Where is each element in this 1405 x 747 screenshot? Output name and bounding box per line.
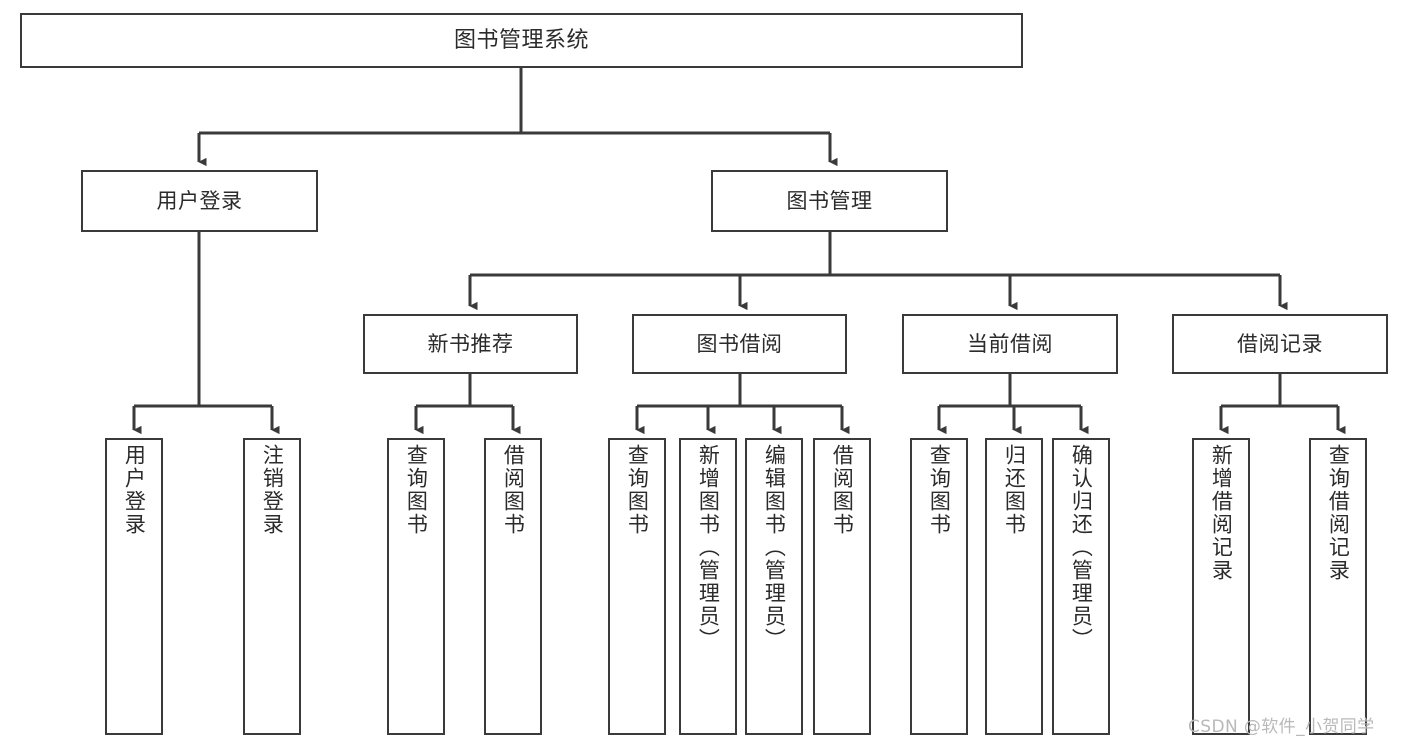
node-new-book-recommend-label: 新书推荐	[427, 331, 514, 356]
leaf-borrow-book-label: 借阅图书	[830, 444, 855, 536]
leaf-add-record-label: 新增借阅记录	[1209, 444, 1234, 582]
leaf-edit-book-label: 编辑图书（管理员）	[762, 444, 787, 651]
leaf-query-record-label: 查询借阅记录	[1326, 444, 1351, 582]
leaf-add-record[interactable]: 新增借阅记录	[1192, 438, 1250, 735]
leaf-query-book-current[interactable]: 查询图书	[910, 438, 968, 735]
leaf-user-login[interactable]: 用户登录	[105, 438, 163, 735]
leaf-return-book[interactable]: 归还图书	[985, 438, 1043, 735]
leaf-edit-book[interactable]: 编辑图书（管理员）	[745, 438, 803, 735]
node-current-borrow-label: 当前借阅	[967, 331, 1053, 356]
leaf-user-logout[interactable]: 注销登录	[243, 438, 301, 735]
edge-userlogin-to-leaves	[132, 232, 280, 435]
node-book-borrow-label: 图书借阅	[696, 331, 783, 356]
leaf-query-book-rec[interactable]: 查询图书	[387, 438, 445, 735]
leaf-borrow-book-rec[interactable]: 借阅图书	[484, 438, 542, 735]
csdn-watermark: CSDN @软件_小贺同学	[1188, 717, 1375, 737]
node-borrow-record-label: 借阅记录	[1237, 331, 1323, 356]
leaf-query-book-rec-label: 查询图书	[404, 444, 429, 536]
node-root-system[interactable]: 图书管理系统	[20, 13, 1023, 68]
edge-bookborrow-to-leaves	[635, 374, 850, 435]
edge-currentborrow-to-leaves	[937, 374, 1089, 435]
leaf-user-logout-label: 注销登录	[260, 444, 285, 536]
leaf-query-record[interactable]: 查询借阅记录	[1309, 438, 1367, 735]
leaf-add-book[interactable]: 新增图书（管理员）	[679, 438, 737, 735]
node-book-manage-label: 图书管理	[786, 188, 873, 213]
edge-newbook-to-leaves	[414, 374, 521, 435]
node-book-borrow[interactable]: 图书借阅	[632, 314, 847, 374]
leaf-return-book-label: 归还图书	[1002, 444, 1027, 536]
leaf-borrow-book[interactable]: 借阅图书	[813, 438, 871, 735]
leaf-confirm-return-label: 确认归还（管理员）	[1069, 444, 1094, 651]
node-new-book-recommend[interactable]: 新书推荐	[363, 314, 578, 374]
edge-bookmanage-to-level2	[468, 232, 1288, 311]
leaf-borrow-book-rec-label: 借阅图书	[501, 444, 526, 536]
node-user-login-label: 用户登录	[156, 188, 243, 213]
leaf-user-login-label: 用户登录	[122, 444, 147, 536]
leaf-confirm-return[interactable]: 确认归还（管理员）	[1052, 438, 1110, 735]
leaf-query-book-borrow[interactable]: 查询图书	[608, 438, 666, 735]
node-current-borrow[interactable]: 当前借阅	[902, 314, 1118, 374]
node-user-login[interactable]: 用户登录	[81, 170, 318, 232]
leaf-query-book-current-label: 查询图书	[927, 444, 952, 536]
node-book-manage[interactable]: 图书管理	[711, 170, 948, 232]
edge-borrowrecord-to-leaves	[1219, 374, 1346, 435]
node-borrow-record[interactable]: 借阅记录	[1172, 314, 1388, 374]
edge-root-to-level1	[197, 68, 838, 167]
node-root-label: 图书管理系统	[453, 27, 589, 53]
leaf-query-book-borrow-label: 查询图书	[625, 444, 650, 536]
leaf-add-book-label: 新增图书（管理员）	[696, 444, 721, 651]
